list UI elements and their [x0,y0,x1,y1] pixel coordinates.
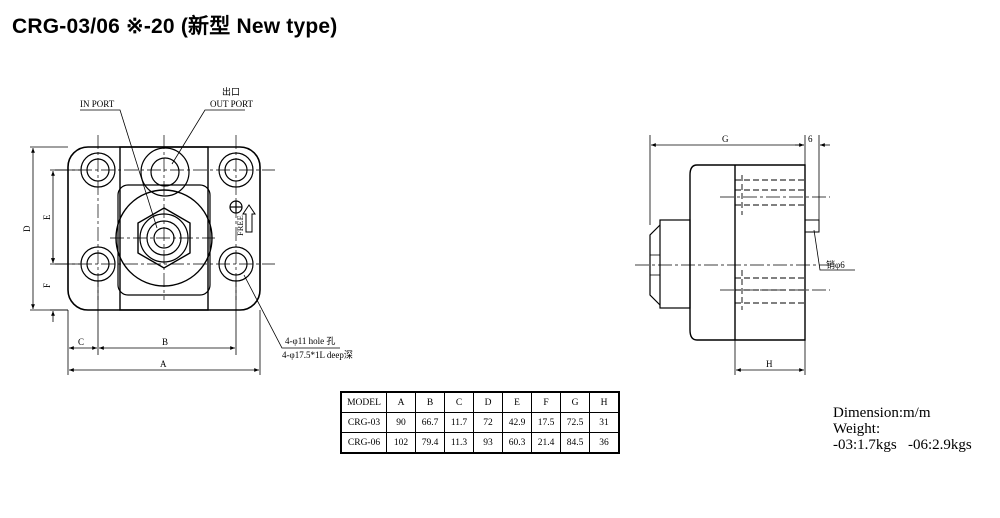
table-cell: 84.5 [560,432,590,454]
table-cell: 17.5 [531,412,561,433]
free-arrow-icon [242,204,256,233]
dim-b-label: B [162,337,168,347]
in-port-label: IN PORT [80,99,115,109]
table-cell: 60.3 [502,432,532,454]
header-cell: G [560,391,590,413]
dim-h-label: H [766,359,773,369]
header-cell: E [502,391,532,413]
weight-label: Weight: [833,421,881,437]
out-port-circle [140,147,190,197]
table-cell: 36 [589,432,620,454]
dim-c-label: C [78,337,84,347]
table-header-row: MODEL A B C D E F G H [340,391,620,413]
pin-note: 销φ6 [826,259,845,270]
dim-d-label: D [22,225,32,232]
dim-f-label: F [42,283,52,288]
table-cell: 72 [473,412,503,433]
table-cell: 90 [386,412,416,433]
dim-g-label: G [722,134,729,144]
free-label: FREE [235,215,245,236]
header-cell: H [589,391,620,413]
side-center-lines [635,196,830,291]
table-cell: 11.7 [444,412,474,433]
table-cell: 93 [473,432,503,454]
out-port-label: OUT PORT [210,99,254,109]
out-port-cn-label: 出口 [222,86,240,97]
header-cell: F [531,391,561,413]
spec-table: MODEL A B C D E F G H CRG-03 90 66.7 11.… [340,391,620,454]
dim-6-label: 6 [808,134,813,144]
header-cell: C [444,391,474,413]
hole-note-1: 4-φ11 hole 孔 [285,336,335,346]
table-cell: 11.3 [444,432,474,454]
table-row: CRG-06 102 79.4 11.3 93 60.3 21.4 84.5 3… [340,432,620,454]
weights-text: -03:1.7kgs -06:2.9kgs [833,437,972,453]
table-cell: 42.9 [502,412,532,433]
front-dimensions [30,109,340,375]
table-cell: 79.4 [415,432,445,454]
page-title: CRG-03/06 ※-20 (新型 New type) [12,15,338,38]
table-cell: 21.4 [531,432,561,454]
hole-note-2: 4-φ17.5*1L deep深 [282,350,353,360]
table-cell: 72.5 [560,412,590,433]
header-cell: D [473,391,503,413]
center-lines [55,135,275,300]
header-cell: B [415,391,445,413]
table-cell: CRG-06 [340,432,387,454]
table-cell: CRG-03 [340,412,387,433]
dim-a-label: A [160,359,167,369]
table-row: CRG-03 90 66.7 11.7 72 42.9 17.5 72.5 31 [340,412,620,433]
table-cell: 102 [386,432,416,454]
side-view [649,164,820,341]
side-dimensions [649,135,855,375]
table-cell: 66.7 [415,412,445,433]
table-cell: 31 [589,412,620,433]
header-cell: A [386,391,416,413]
header-cell: MODEL [340,391,387,413]
dimension-text: Dimension:m/m [833,405,931,421]
info-block: Dimension:m/m Weight: -03:1.7kgs -06:2.9… [833,405,972,453]
dim-e-label: E [42,214,52,220]
